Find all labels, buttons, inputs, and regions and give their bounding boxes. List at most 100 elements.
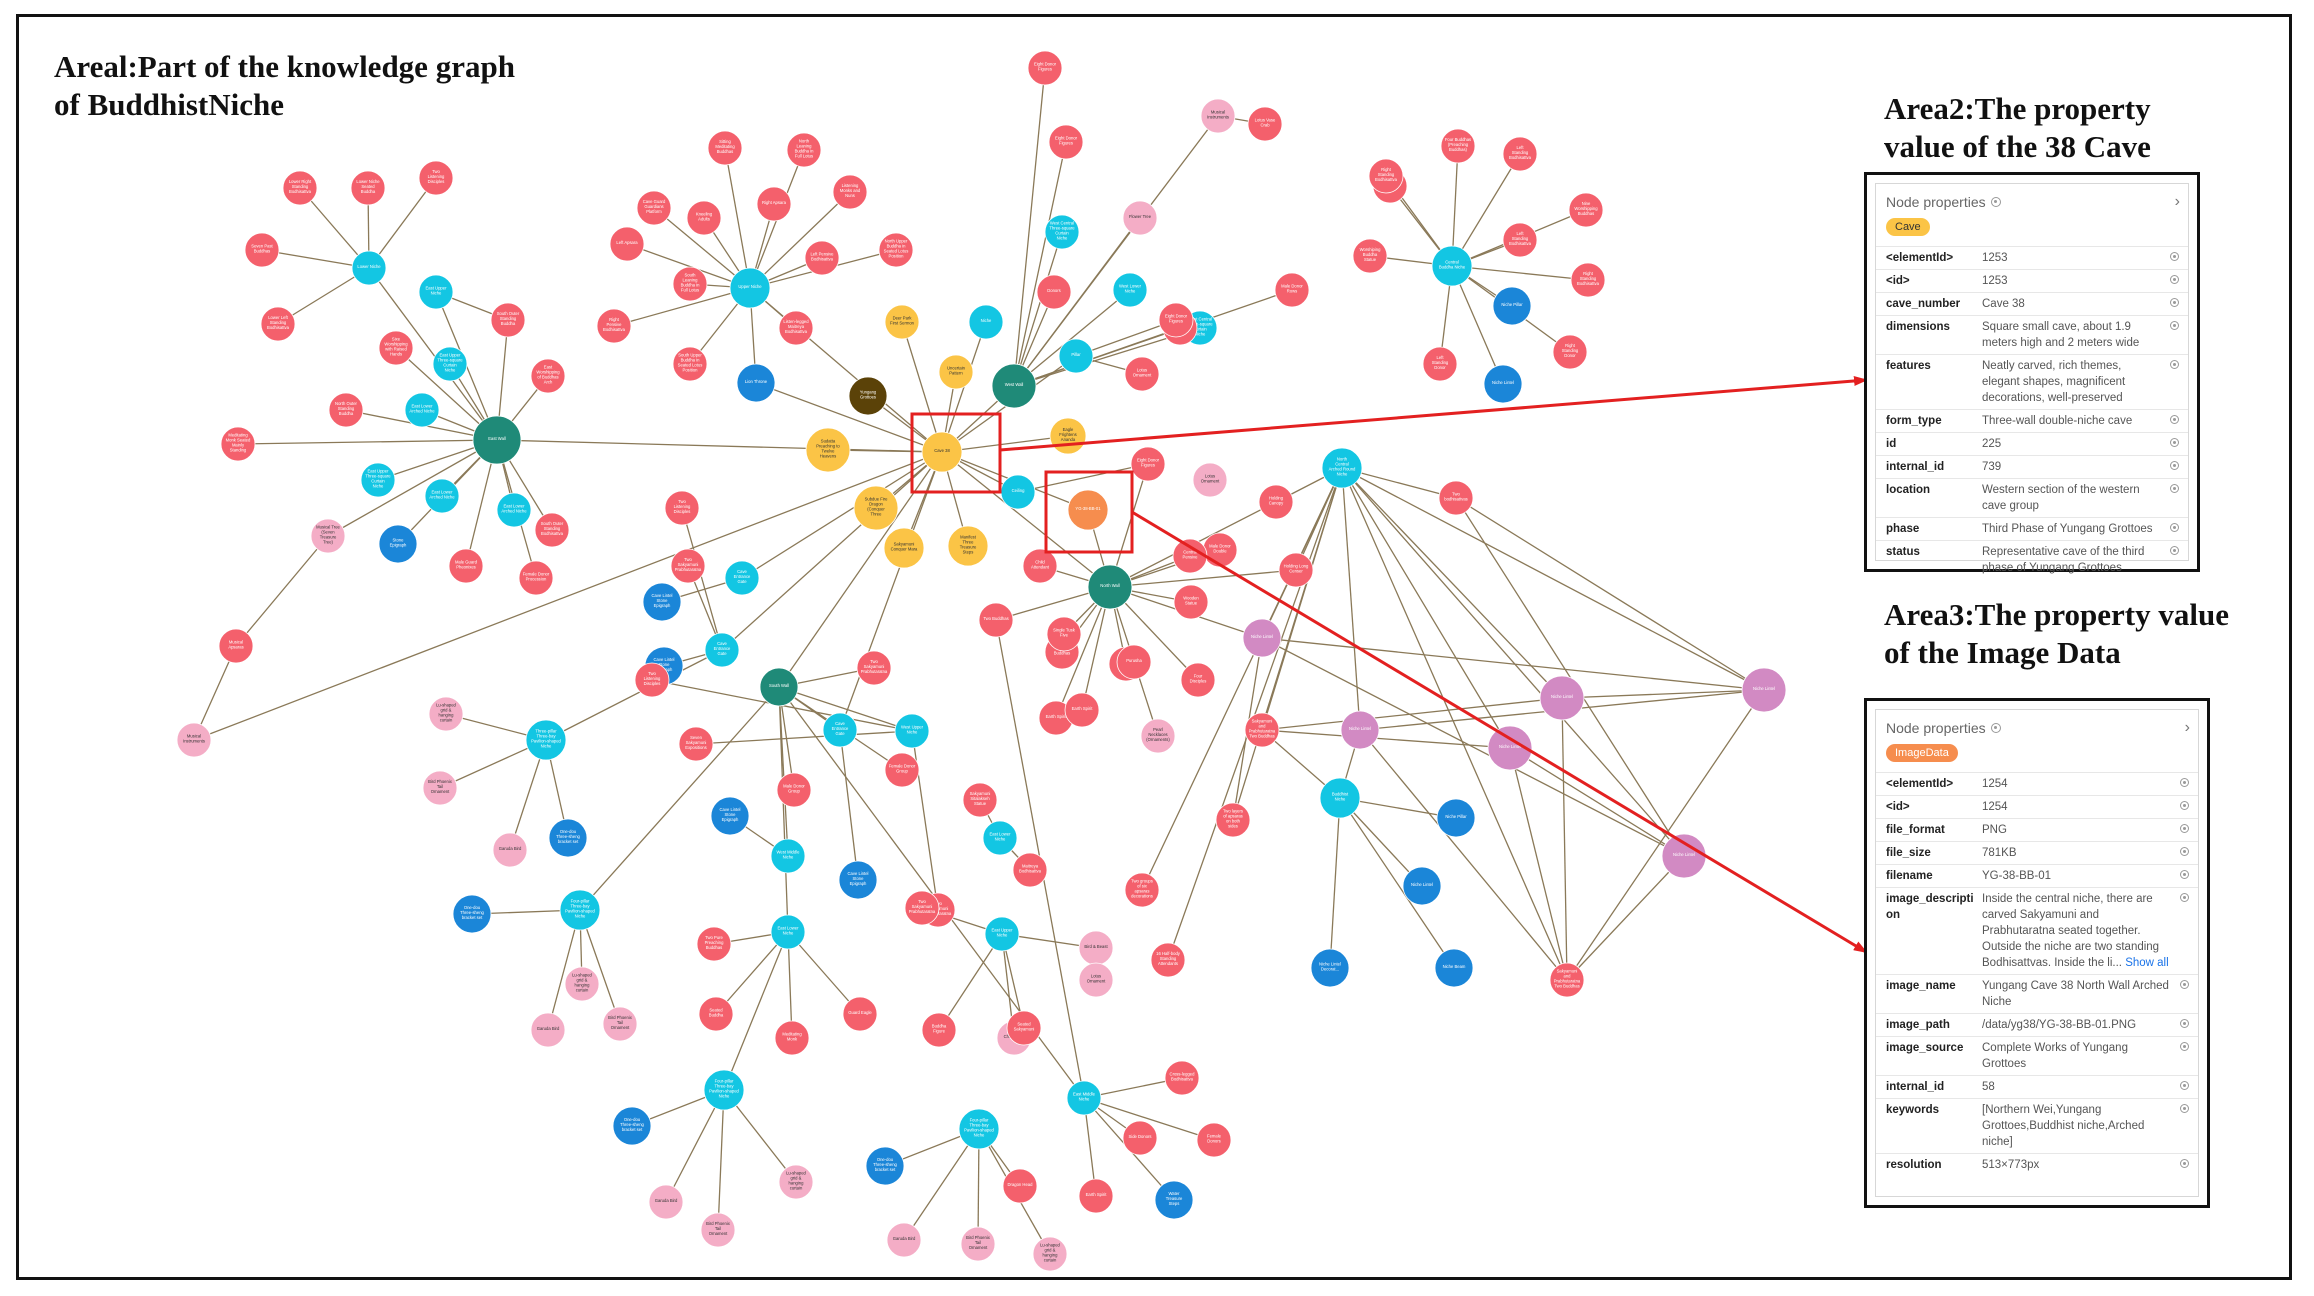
node-circle[interactable] [530,358,566,394]
node-circle[interactable] [518,560,554,596]
node-circle[interactable] [696,926,732,962]
node-circle[interactable] [360,462,396,498]
node-circle[interactable] [921,1012,957,1048]
node-circle[interactable] [1192,462,1228,498]
graph-node[interactable]: Garuda Bird [492,832,528,868]
node-circle[interactable] [1568,192,1604,228]
copy-value-icon[interactable] [2180,893,2189,902]
node-circle[interactable] [1539,675,1585,721]
node-circle[interactable] [282,170,318,206]
node-circle[interactable] [418,160,454,196]
node-circle[interactable] [220,426,256,462]
copy-value-icon[interactable] [2170,523,2179,532]
node-circle[interactable] [848,376,888,416]
node-circle[interactable] [636,190,672,226]
node-circle[interactable] [778,1164,814,1200]
node-circle[interactable] [1036,274,1072,310]
node-circle[interactable] [534,512,570,548]
node-circle[interactable] [1483,364,1523,404]
node-circle[interactable] [1319,777,1361,819]
copy-value-icon[interactable] [2180,847,2189,856]
node-circle[interactable] [525,719,567,761]
graph-node[interactable]: Earth Spirit [1064,692,1100,728]
node-circle[interactable] [1048,124,1084,160]
graph-node[interactable]: Garuda Bird [530,1012,566,1048]
node-circle[interactable] [853,485,899,531]
graph-node[interactable]: YG-38-BB-01 [1067,489,1109,531]
node-circle[interactable] [759,667,799,707]
node-circle[interactable] [703,1069,745,1111]
copy-value-icon[interactable] [2180,824,2189,833]
graph-node[interactable]: Niche Lintel [1487,725,1533,771]
node-circle[interactable] [1078,1178,1114,1214]
node-circle[interactable] [1570,262,1606,298]
node-circle[interactable] [612,1106,652,1146]
graph-node[interactable]: Lion Throne [736,363,776,403]
node-circle[interactable] [260,306,296,342]
node-circle[interactable] [832,174,868,210]
node-circle[interactable] [1124,356,1160,392]
node-circle[interactable] [1434,948,1474,988]
graph-node[interactable]: Niche Lintel [1242,618,1282,658]
copy-value-icon[interactable] [2170,275,2179,284]
node-circle[interactable] [1122,1120,1158,1156]
node-circle[interactable] [328,392,364,428]
graph-node[interactable]: Donors [1036,274,1072,310]
node-circle[interactable] [1064,692,1100,728]
node-circle[interactable] [642,582,682,622]
node-circle[interactable] [1006,1010,1042,1046]
node-circle[interactable] [1122,200,1158,236]
node-circle[interactable] [700,1212,736,1248]
node-circle[interactable] [838,860,878,900]
copy-value-icon[interactable] [2180,870,2189,879]
node-circle[interactable] [424,478,460,514]
node-circle[interactable] [1278,552,1314,588]
node-circle[interactable] [778,310,814,346]
graph-node[interactable]: Two Buddhas [978,602,1014,638]
node-circle[interactable] [1258,484,1294,520]
node-circle[interactable] [1112,272,1148,308]
node-circle[interactable] [1422,346,1458,382]
node-circle[interactable] [1087,564,1133,610]
node-circle[interactable] [176,722,212,758]
graph-node[interactable]: North Wall [1087,564,1133,610]
node-circle[interactable] [774,1020,810,1056]
node-circle[interactable] [1158,302,1194,338]
node-circle[interactable] [776,772,812,808]
node-circle[interactable] [564,966,600,1002]
copy-value-icon[interactable] [2170,484,2179,493]
node-circle[interactable] [1352,238,1388,274]
